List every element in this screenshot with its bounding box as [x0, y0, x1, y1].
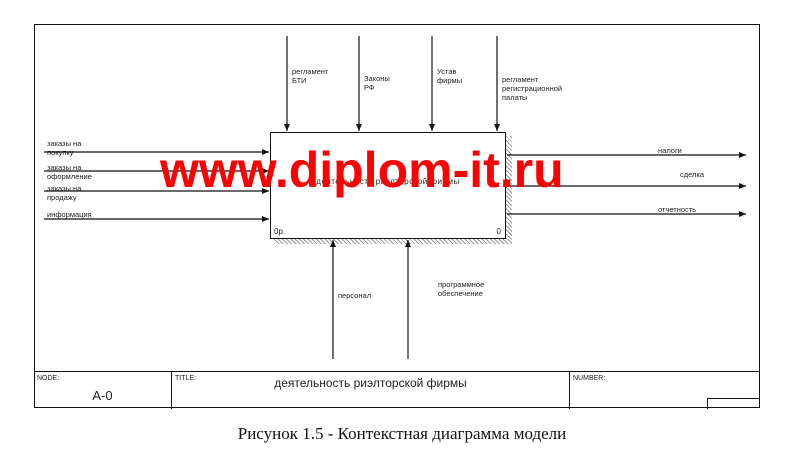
control-label-3: Устав фирмы	[437, 67, 463, 85]
output-label-3: отчетность	[658, 205, 697, 214]
title-value: деятельность риэлторской фирмы	[274, 376, 467, 390]
box-shadow-bottom	[274, 239, 512, 244]
watermark-text: www.diplom-it.ru	[160, 142, 564, 198]
activity-box[interactable]: деятельность риэлторской фирмы 0р. 0	[270, 132, 506, 239]
node-value: A-0	[92, 388, 113, 403]
control-label-4: регламент регистрационной палаты	[502, 75, 563, 102]
mechanism-label-1: персонал	[338, 291, 372, 300]
diagram-frame	[34, 24, 760, 408]
control-label-2: Законы РФ	[364, 74, 390, 92]
mechanism-label-2: программное обеспечение	[438, 280, 485, 298]
number-subcell	[707, 398, 760, 409]
input-label-4: информация	[47, 210, 92, 219]
output-label-2: сделка	[680, 170, 705, 179]
activity-label: деятельность риэлторской фирмы	[316, 177, 460, 186]
node-caption: NODE:	[37, 375, 60, 382]
node-cell: NODE: A-0	[34, 372, 172, 409]
number-caption: NUMBER:	[573, 375, 606, 382]
output-label-1: налоги	[658, 146, 682, 155]
activity-number: 0	[496, 227, 501, 236]
number-cell: NUMBER:	[570, 372, 760, 409]
input-label-3: заказы на продажу	[47, 184, 82, 202]
control-label-1: регламент БТИ	[292, 67, 329, 85]
input-label-2: заказы на оформление	[47, 163, 92, 181]
title-cell: TITLE: деятельность риэлторской фирмы	[172, 372, 570, 409]
title-caption: TITLE:	[175, 375, 197, 382]
figure-caption: Рисунок 1.5 - Контекстная диаграмма моде…	[237, 424, 567, 443]
title-block: NODE: A-0 TITLE: деятельность риэлторско…	[34, 371, 760, 409]
activity-cost: 0р.	[274, 227, 286, 236]
box-shadow-right	[506, 136, 512, 243]
